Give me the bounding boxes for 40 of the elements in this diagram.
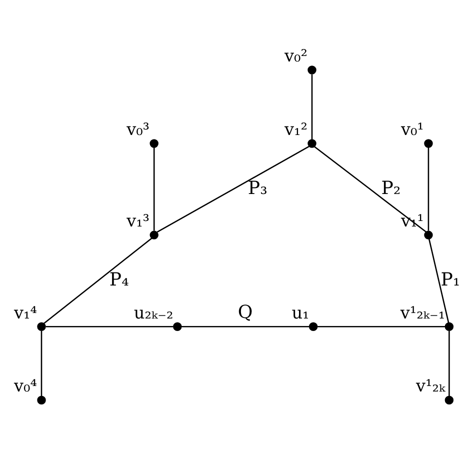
node-label: v₀⁴ [14,376,37,396]
node-label: v¹₂ₖ₋₁ [400,302,446,322]
connector [428,147,430,231]
node-label: v₀¹ [400,119,424,140]
node-label: v₁³ [126,210,150,231]
node-label: v₁⁴ [14,302,37,322]
node-circle [173,322,182,332]
edge-label: P₃ [248,178,268,200]
node-label: v₀² [284,46,308,66]
connector [311,74,313,140]
connector [181,326,310,328]
node-circle [308,139,316,148]
node-circle [444,322,454,332]
connector [153,147,155,231]
node-circle [150,139,158,148]
node-circle [424,139,433,148]
node-label: v¹₂ₖ [416,376,446,396]
connector [318,326,446,328]
node-circle [424,230,433,240]
node-circle [37,396,46,404]
edge-label: Q [238,302,253,323]
connector [448,330,450,396]
node-circle [37,322,46,332]
edge-label: P₄ [109,270,129,291]
node-label: v₁² [284,119,308,140]
node-label: v₀³ [126,119,150,140]
connector [46,326,174,328]
edge-label: P₂ [381,178,401,200]
connector [43,238,152,324]
edge-label: P₁ [440,270,460,291]
connector [156,146,310,233]
node-circle [308,66,316,74]
node-label: u₂ₖ₋₂ [134,302,174,322]
node-circle [308,322,318,332]
node-circle [150,230,158,240]
connector [40,330,42,396]
connector [428,238,450,324]
node-circle [444,396,454,404]
node-label: u₁ [292,302,310,322]
connector [314,146,426,232]
